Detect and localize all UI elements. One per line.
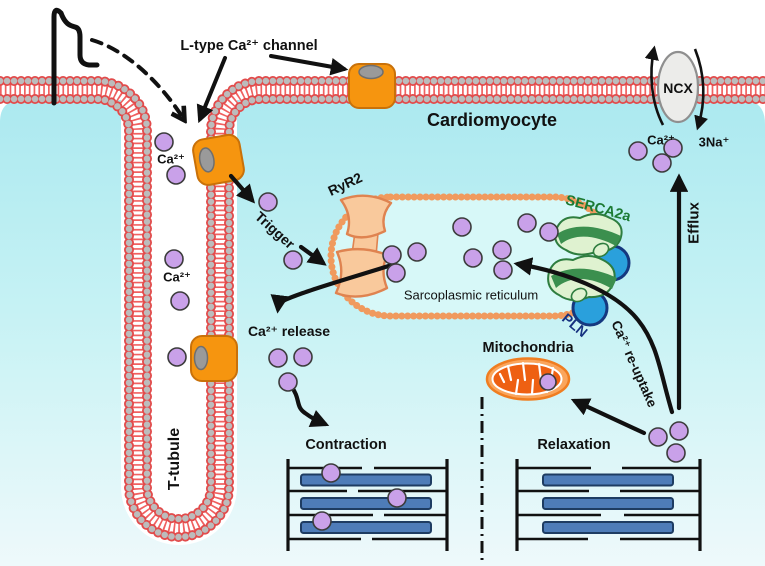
label-ca-release: Ca²⁺ release [247, 323, 331, 339]
ap-dashed-arrow [90, 38, 183, 118]
channel-pore [358, 64, 384, 80]
trigger-arrow-1 [228, 173, 256, 204]
calcium-ion [386, 263, 406, 283]
label-mitochondria: Mitochondria [482, 339, 574, 356]
calcium-ion [166, 165, 186, 185]
flow-arrows [51, 7, 689, 436]
calcium-ion [628, 141, 648, 161]
calcium-ion [407, 242, 427, 262]
calcium-ion [666, 443, 686, 463]
l-type-channel-top [348, 63, 396, 109]
calcium-ion [493, 260, 513, 280]
mitochondria-uptake-arrow [570, 398, 647, 436]
label-sarcoplasmic-reticulum: Sarcoplasmic reticulum [403, 287, 539, 303]
calcium-ion [258, 192, 278, 212]
calcium-ion [387, 488, 407, 508]
label-contraction: Contraction [305, 436, 387, 453]
trigger-arrow-2 [298, 244, 327, 266]
calcium-ions [154, 132, 689, 531]
serca2a-protein [547, 213, 623, 303]
calcium-ion [154, 132, 174, 152]
calcium-ion [652, 153, 672, 173]
calcium-ion [164, 249, 184, 269]
mitochondria-organelle [485, 357, 571, 401]
calcium-ion [517, 213, 537, 233]
calcium-ion [669, 421, 689, 441]
action-potential-trace [51, 7, 100, 106]
calcium-ion [382, 245, 402, 265]
calcium-ion [463, 248, 483, 268]
calcium-ion [312, 511, 332, 531]
ca-release-arrow [270, 261, 398, 314]
calcium-ion [167, 347, 187, 367]
ca-reuptake-arrow [513, 257, 675, 415]
label-calcium-ttubule-upper: Ca²⁺ [157, 151, 185, 167]
l-type-channel-ttubule-lower [190, 335, 238, 382]
calcium-ion [293, 347, 313, 367]
membrane-lipid-tails [0, 83, 765, 535]
calcium-ion [278, 372, 298, 392]
calcium-ion [283, 250, 303, 270]
calcium-ion [492, 240, 512, 260]
calcium-ion [452, 217, 472, 237]
calcium-ion [268, 348, 288, 368]
channel-pore [193, 345, 209, 371]
channel-pore [198, 147, 215, 173]
label-sodium: 3Na⁺ [698, 134, 730, 150]
label-t-tubule: T-tubule [166, 427, 183, 491]
sarcomere-relaxation [515, 459, 702, 551]
calcium-ion [539, 373, 557, 391]
calcium-ion [170, 291, 190, 311]
ncx-calcium-out-arrow [644, 45, 665, 126]
label-arrow-to-ttubule-channel [196, 56, 227, 124]
calcium-ion [663, 138, 683, 158]
label-efflux: Efflux [685, 202, 703, 244]
calcium-ion [321, 463, 341, 483]
ncx-sodium-in-arrow [693, 48, 708, 131]
label-l-type-channel: L-type Ca²⁺ channel [180, 37, 318, 54]
label-arrow-to-top-channel [269, 54, 349, 76]
myosin-filaments [542, 473, 674, 534]
cell-membrane [0, 76, 765, 542]
label-ncx: NCX [663, 80, 693, 96]
l-type-channel-ttubule-upper [192, 133, 245, 186]
cytosol-background [0, 100, 765, 566]
label-relaxation: Relaxation [537, 436, 611, 453]
ncx-exchanger [644, 45, 708, 131]
ryr2-channel [334, 194, 393, 298]
label-cardiomyocyte: Cardiomyocyte [426, 110, 558, 130]
calcium-ion [539, 222, 559, 242]
calcium-ion [648, 427, 668, 447]
release-to-contraction-arrow [288, 383, 330, 428]
serca2a-pln-complex [547, 213, 631, 327]
label-calcium-ttubule-lower: Ca²⁺ [163, 269, 191, 285]
label-calcium-ncx: Ca²⁺ [647, 132, 675, 148]
